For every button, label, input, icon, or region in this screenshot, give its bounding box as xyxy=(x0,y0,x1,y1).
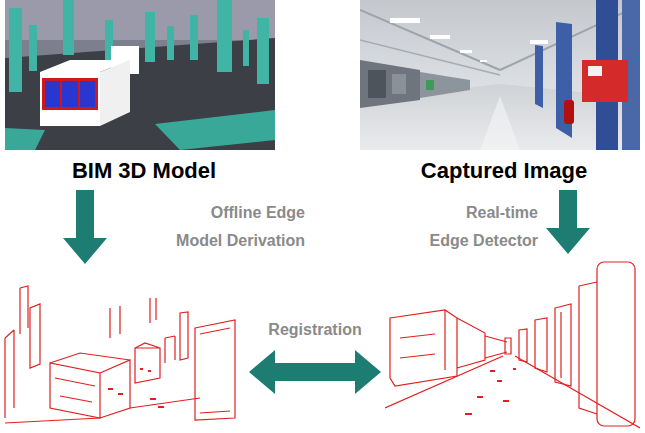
detected-edge-image-part xyxy=(465,368,516,415)
bim-model-render-part xyxy=(145,12,155,62)
edge-model-image-part xyxy=(150,398,156,400)
bim-model-render-part xyxy=(5,0,275,150)
detected-edge-image-part xyxy=(465,413,472,415)
edge-model-image-part xyxy=(55,378,95,402)
edge-model-image-part xyxy=(150,298,156,323)
flow-arrow xyxy=(63,190,107,264)
captured-image-panel: Captured Image xyxy=(360,0,645,186)
captured-photo-part xyxy=(392,74,406,94)
captured-photo-part xyxy=(530,40,548,44)
arrow-label-box: Real-time Edge Detector xyxy=(426,199,538,255)
edge-model-panel xyxy=(0,268,245,428)
edge-model-image-part xyxy=(140,368,143,370)
edge-model-image-part xyxy=(20,286,28,334)
bim-model-render-part xyxy=(243,30,249,66)
edge-model-image-part xyxy=(5,330,14,418)
captured-photo-part xyxy=(564,100,574,124)
edge-model-image-part xyxy=(0,268,245,428)
captured-photo-part xyxy=(588,66,602,76)
captured-photo-part xyxy=(460,50,472,53)
flow-arrow xyxy=(249,350,381,394)
detected-edge-image-part xyxy=(390,310,485,386)
detected-edge-image-part xyxy=(503,400,509,402)
arrow-label-box: Offline Edge Model Derivation xyxy=(165,199,305,255)
flow-arrow xyxy=(546,190,590,254)
captured-photo-part xyxy=(582,60,628,102)
detected-edge-image-part xyxy=(535,318,547,372)
detected-edge-image-part xyxy=(485,336,507,358)
bim-model-render-part xyxy=(63,0,74,55)
detected-edge-image-part xyxy=(555,304,571,386)
bim-model-render-part xyxy=(100,60,130,126)
detected-edge-image-part xyxy=(385,258,640,430)
captured-photo-part xyxy=(360,10,500,70)
detected-edge-image-part xyxy=(385,262,640,428)
edge-model-image-part xyxy=(108,368,164,408)
detected-edge-image-part xyxy=(385,356,640,428)
edge-model-image-part xyxy=(5,398,200,423)
edge-model-image-part xyxy=(118,393,123,395)
captured-photo-part xyxy=(368,70,386,98)
detected-edge-image-part xyxy=(400,334,435,358)
detected-edge-panel xyxy=(385,258,640,430)
captured-photo xyxy=(360,0,640,150)
captured-photo-part xyxy=(430,35,450,39)
bim-model-render-part xyxy=(217,0,232,72)
edge-model-image xyxy=(0,268,245,428)
bim-model-render-part xyxy=(80,81,95,107)
edge-model-image-part xyxy=(108,388,113,390)
captured-photo-part xyxy=(480,96,520,150)
edge-model-image-part xyxy=(110,306,120,338)
bim-model-render-part xyxy=(62,81,78,107)
edge-model-image-part xyxy=(158,406,164,408)
arrow-label: Offline Edge Model Derivation xyxy=(165,199,305,255)
bim-model-render-part xyxy=(42,78,98,110)
bim-model-render-part xyxy=(29,25,37,71)
bim-model-panel: BIM 3D Model xyxy=(5,0,283,186)
panel-heading: BIM 3D Model xyxy=(5,158,283,184)
arrow-label: Real-time Edge Detector xyxy=(426,199,538,255)
arrow-label-box: Registration xyxy=(245,316,385,344)
bim-model-render-part xyxy=(155,110,275,150)
panel-heading: Captured Image xyxy=(360,158,645,184)
bim-model-render-part xyxy=(257,18,269,84)
bim-model-render-part xyxy=(167,26,174,60)
bim-model-render-part xyxy=(9,8,22,92)
edge-model-image-part xyxy=(165,336,175,363)
detected-edge-image-part xyxy=(490,370,495,372)
detected-edge-image-part xyxy=(519,329,527,362)
captured-photo-part xyxy=(535,45,543,108)
edge-model-image-part xyxy=(50,353,130,418)
bim-model-render-part xyxy=(190,15,198,60)
detected-edge-image-part xyxy=(477,396,483,398)
detected-edge-image-part xyxy=(505,338,511,354)
bim-model-render-part xyxy=(5,38,275,150)
arrow-label: Registration xyxy=(245,316,385,344)
edge-model-image-part xyxy=(135,343,160,383)
detected-edge-image-part xyxy=(497,380,502,382)
captured-photo-part xyxy=(426,80,434,90)
captured-photo-part xyxy=(360,60,420,108)
captured-photo-part xyxy=(360,0,640,150)
edge-model-image-part xyxy=(148,370,151,372)
edge-model-image-part xyxy=(180,312,188,360)
bim-model-render-part xyxy=(40,72,100,126)
bim-model-render xyxy=(5,0,275,150)
edge-model-image-part xyxy=(5,286,235,423)
detected-edge-image-part xyxy=(513,368,516,370)
captured-photo-part xyxy=(420,72,470,98)
detected-edge-image xyxy=(385,258,640,430)
bim-model-render-part xyxy=(45,81,60,107)
bim-model-render-part xyxy=(5,0,275,40)
edge-model-image-part xyxy=(195,320,235,420)
edge-model-image-part xyxy=(30,304,40,368)
detected-edge-image-part xyxy=(597,262,635,426)
captured-photo-part xyxy=(390,18,420,23)
bim-model-render-part xyxy=(5,128,45,150)
captured-photo-part xyxy=(480,60,487,62)
